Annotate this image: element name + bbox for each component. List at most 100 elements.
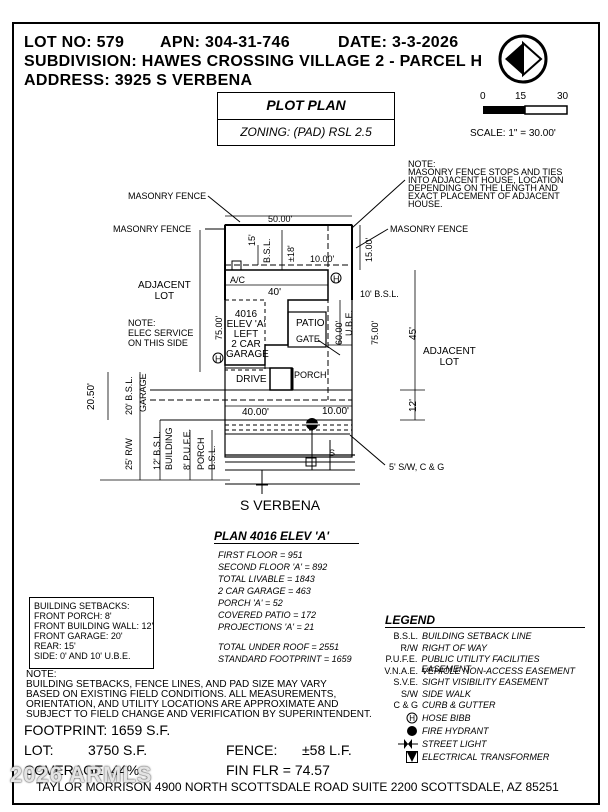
house-label-line: 2 CAR xyxy=(231,339,261,350)
house-label-line: 4016 xyxy=(234,309,258,320)
address: ADDRESS: 3925 S VERBENA xyxy=(24,72,253,89)
plan-summary-line: TOTAL LIVABLE = 1843 xyxy=(218,574,315,584)
legend-desc: CURB & GUTTER xyxy=(422,700,496,710)
legend-desc: HOSE BIBB xyxy=(422,713,471,723)
legend-key: B.S.L. xyxy=(393,631,418,641)
subdivision: SUBDIVISION: HAWES CROSSING VILLAGE 2 - … xyxy=(24,53,483,70)
total-under-roof: TOTAL UNDER ROOF = 2551 xyxy=(218,642,340,652)
dim-40-bottom: 40.00' xyxy=(242,407,269,418)
general-note: NOTE: BUILDING SETBACKS, FENCE LINES, AN… xyxy=(26,670,372,720)
ac-label: A/C xyxy=(230,275,246,285)
legend-item: ELECTRICAL TRANSFORMER xyxy=(374,751,589,764)
street-name: S VERBENA xyxy=(240,497,321,513)
hose-bibb-mark: H xyxy=(215,354,222,364)
title-divider xyxy=(217,119,395,120)
masonry-fence-label: MASONRY FENCE xyxy=(113,224,192,234)
house-label-line: GARAGE xyxy=(226,349,269,360)
legend-desc: SIGHT VISIBILITY EASEMENT xyxy=(422,677,549,687)
setback-line: SIDE: 0' AND 10' U.B.E. xyxy=(34,651,131,661)
plot-plan-title: PLOT PLAN xyxy=(266,97,346,113)
adjacent-lot-text: LOT xyxy=(154,291,175,302)
porch-outline xyxy=(269,367,293,391)
fence-note-line: MASONRY FENCE STOPS AND TIES xyxy=(408,167,563,177)
finish-floor: FIN FLR = 74.57 xyxy=(226,762,330,778)
footprint-stat: FOOTPRINT: 1659 S.F. xyxy=(24,722,171,738)
legend-key: V.N.A.E. xyxy=(384,665,418,676)
masonry-fence-label: MASONRY FENCE xyxy=(390,224,469,234)
fence-note-line: NOTE: xyxy=(408,159,436,169)
porch-bsl-small: B.S.L. xyxy=(207,445,217,470)
patio-label: PATIO xyxy=(296,318,325,329)
ube-label: U.B.E. xyxy=(344,309,354,336)
legend-key: C & G xyxy=(393,700,418,710)
fence-leader-3 xyxy=(355,228,389,249)
legend-item: P.U.F.E. PUBLIC UTILITY FACILITIES EASEM… xyxy=(374,654,589,674)
legend-item: H HOSE BIBB xyxy=(374,712,589,725)
plan-summary-line: FIRST FLOOR = 951 xyxy=(218,550,303,560)
lot-number: LOT NO: 579 xyxy=(24,34,125,51)
legend-key: S.V.E. xyxy=(393,677,418,687)
plan-summary-line: PROJECTIONS 'A' = 21 xyxy=(218,622,315,632)
drive-label: DRIVE xyxy=(236,374,267,385)
date: DATE: 3-3-2026 xyxy=(338,34,459,51)
adjacent-lot-text: ADJACENT xyxy=(423,346,476,357)
porch-bsl: PORCH xyxy=(196,437,206,470)
dim-40: 40' xyxy=(268,287,282,298)
fence-stat-label: FENCE: xyxy=(226,742,278,758)
general-note-line: SUBJECT TO FIELD CHANGE AND VERIFICATION… xyxy=(26,709,372,720)
plan-summary-line: 2 CAR GARAGE = 463 xyxy=(218,586,311,596)
setbacks-text: BUILDING SETBACKS: FRONT PORCH: 8' FRONT… xyxy=(34,601,153,661)
legend-desc: BUILDING SETBACK LINE xyxy=(422,631,532,641)
dim-18: ±18' xyxy=(286,245,296,262)
general-note-line: BASED ON EXISTING FIELD CONDITIONS. ALL … xyxy=(26,689,337,700)
masonry-fence-label: MASONRY FENCE xyxy=(128,191,207,201)
legend-item: STREET LIGHT xyxy=(374,738,589,751)
coverage-stat: COVERAGE: 44% xyxy=(24,762,140,778)
plan-summary-line: SECOND FLOOR 'A' = 892 xyxy=(218,562,328,572)
north-arrow-icon xyxy=(498,34,548,84)
legend-item: R/W RIGHT OF WAY xyxy=(374,643,589,655)
zoning: ZONING: (PAD) RSL 2.5 xyxy=(240,125,372,139)
dim-top-width: 50.00' xyxy=(268,214,293,224)
sewer-mark: S xyxy=(329,448,336,458)
hose-bibb-icon xyxy=(330,272,342,284)
dim-15: 15' xyxy=(247,234,257,246)
legend-item: S.V.E. SIGHT VISIBILITY EASEMENT xyxy=(374,677,589,689)
house-label-line: LEFT xyxy=(233,329,259,340)
sidewalk-label: 5' S/W, C & G xyxy=(389,462,445,472)
watermark: 2026 ARMLS xyxy=(10,762,153,787)
scale-label: SCALE: 1" = 30.00' xyxy=(470,128,556,139)
rear-bsl: B.S.L. xyxy=(262,238,272,263)
legend-desc: ELECTRICAL TRANSFORMER xyxy=(422,752,550,762)
elec-note-line: ON THIS SIDE xyxy=(128,338,188,348)
scale-tick-30: 30 xyxy=(557,91,569,102)
legend-desc: SIDE WALK xyxy=(422,688,471,699)
apn: APN: 304-31-746 xyxy=(160,34,290,51)
gate-label: GATE xyxy=(296,334,320,344)
scale-bar xyxy=(483,105,568,115)
patio-outline xyxy=(287,311,327,348)
hose-bibb-icon xyxy=(212,352,224,364)
fence-note-line: EXACT PLACEMENT OF ADJACENT xyxy=(408,191,560,201)
builder-footer: TAYLOR MORRISON 4900 NORTH SCOTTSDALE RO… xyxy=(36,780,559,794)
elec-note-line: ELEC SERVICE xyxy=(128,328,194,338)
fire-hydrant-icon xyxy=(374,725,422,737)
setbacks-box xyxy=(29,597,154,669)
plan-summary-line: COVERED PATIO = 172 xyxy=(218,610,316,620)
house-label: 4016 ELEV 'A' LEFT 2 CAR GARAGE xyxy=(226,309,269,360)
elec-note-line: NOTE: xyxy=(128,318,156,328)
adjacent-lot-left: ADJACENT LOT xyxy=(138,280,191,302)
dim-75-left: 75.00' xyxy=(214,315,224,340)
lot-stat-value: 3750 S.F. xyxy=(88,742,148,758)
building-word: BUILDING xyxy=(164,427,174,470)
legend-item: FIRE HYDRANT xyxy=(374,725,589,738)
setback-line: REAR: 15' xyxy=(34,641,76,651)
legend-item: B.S.L. BUILDING SETBACK LINE xyxy=(374,631,589,643)
svg-text:H: H xyxy=(409,714,415,723)
legend-desc: STREET LIGHT xyxy=(422,739,487,749)
lot-stat-label: LOT: xyxy=(24,742,54,758)
building-bsl: 12' B.S.L. xyxy=(152,431,162,470)
note-leader xyxy=(351,179,406,229)
porch-label: PORCH xyxy=(294,370,327,380)
setback-line: FRONT PORCH: 8' xyxy=(34,611,112,621)
